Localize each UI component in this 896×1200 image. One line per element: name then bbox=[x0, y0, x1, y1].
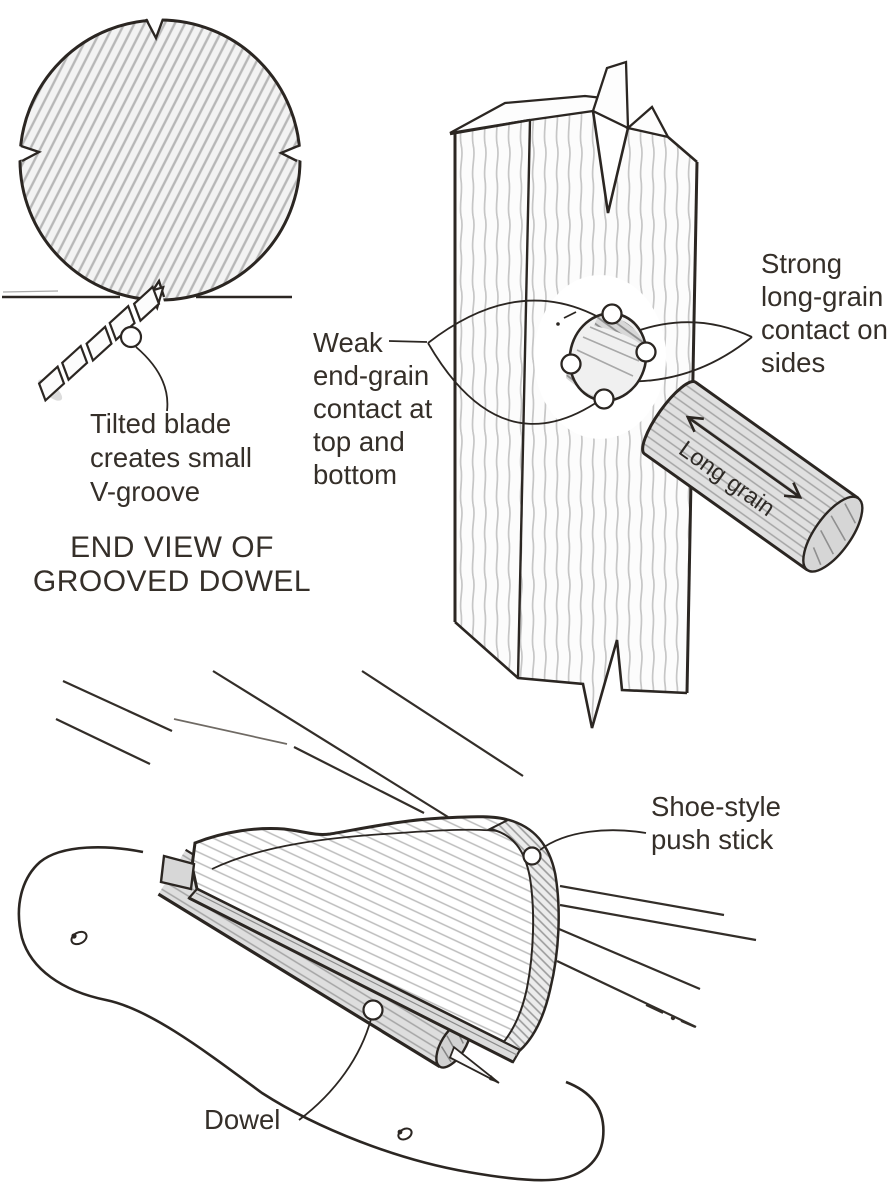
svg-text:push stick: push stick bbox=[651, 824, 774, 855]
centerline-dash-dot bbox=[556, 311, 577, 326]
svg-text:contact on: contact on bbox=[761, 314, 888, 345]
svg-text:Weak: Weak bbox=[313, 327, 383, 358]
end-view-illustration: Tilted blade creates small V-groove END … bbox=[2, 13, 311, 598]
v-notch-top bbox=[144, 13, 165, 41]
svg-text:Strong: Strong bbox=[761, 248, 842, 279]
leader-line-push-stick bbox=[539, 829, 647, 851]
tilted-saw-blade bbox=[37, 285, 165, 403]
kerf-pointer bbox=[448, 1045, 500, 1084]
post-board bbox=[449, 60, 699, 729]
v-notch-left bbox=[12, 144, 43, 163]
hole-grain-lines bbox=[576, 326, 643, 377]
contact-dot-left bbox=[560, 353, 582, 375]
push-stick-top-inner-edge bbox=[211, 828, 506, 870]
loose-dowel: Long grain bbox=[641, 380, 864, 573]
table-line-faint bbox=[2, 290, 59, 293]
long-grain-arrow bbox=[685, 415, 803, 499]
svg-text:Shoe-style: Shoe-style bbox=[651, 791, 781, 822]
weak-note-connector bbox=[388, 340, 428, 343]
blade-note-line: V-groove bbox=[90, 476, 200, 507]
leader-line-dowel bbox=[298, 1018, 372, 1121]
strong-note: Strong long-grain contact on sides bbox=[761, 248, 888, 378]
svg-text:end-grain: end-grain bbox=[313, 360, 429, 391]
push-stick-illustration: Shoe-style push stick Dowel bbox=[17, 670, 781, 1182]
contact-point-dots bbox=[560, 303, 657, 410]
board-top-splinter bbox=[591, 60, 630, 130]
blade-note-line: creates small bbox=[90, 442, 252, 473]
plate-screw-hole-left bbox=[70, 930, 88, 946]
end-cap-hatch bbox=[812, 503, 857, 566]
insert-plate-outline bbox=[17, 846, 605, 1182]
slot-dash-dot bbox=[645, 1004, 696, 1028]
v-notch-right bbox=[278, 144, 308, 163]
contact-dot-top bbox=[601, 303, 623, 325]
end-view-caption-line: END VIEW OF bbox=[70, 531, 274, 564]
plate-screw-hole-right bbox=[397, 1127, 413, 1141]
callout-dot-dowel bbox=[362, 999, 384, 1021]
grooved-dowel-end-circle bbox=[12, 13, 308, 307]
svg-text:long-grain: long-grain bbox=[761, 281, 883, 312]
svg-text:bottom: bottom bbox=[313, 459, 397, 490]
push-stick-note: Shoe-style push stick bbox=[651, 791, 781, 855]
svg-text:top and: top and bbox=[313, 426, 405, 457]
callout-dot-push-stick bbox=[522, 846, 542, 866]
callout-dot-blade bbox=[119, 325, 143, 349]
svg-text:sides: sides bbox=[761, 347, 825, 378]
table-sketch-lines bbox=[55, 670, 757, 1028]
blade-note-line: Tilted blade bbox=[90, 408, 231, 439]
dowel-end-cap bbox=[802, 495, 864, 573]
svg-text:contact at: contact at bbox=[313, 393, 433, 424]
contact-dot-bottom bbox=[593, 388, 615, 410]
dowel-label: Dowel bbox=[204, 1104, 280, 1135]
board-broken-bottom bbox=[454, 621, 688, 729]
dowel-joint-illustration: Long grain Weak end-grain contact at top… bbox=[313, 60, 888, 729]
dowel-heel-end bbox=[159, 854, 196, 891]
end-view-caption-line: GROOVED DOWEL bbox=[33, 565, 311, 598]
board-top-right-piece bbox=[625, 105, 671, 139]
contact-dot-right bbox=[635, 341, 657, 363]
weak-note: Weak end-grain contact at top and bottom bbox=[313, 327, 433, 490]
leader-line-blade bbox=[135, 346, 169, 412]
